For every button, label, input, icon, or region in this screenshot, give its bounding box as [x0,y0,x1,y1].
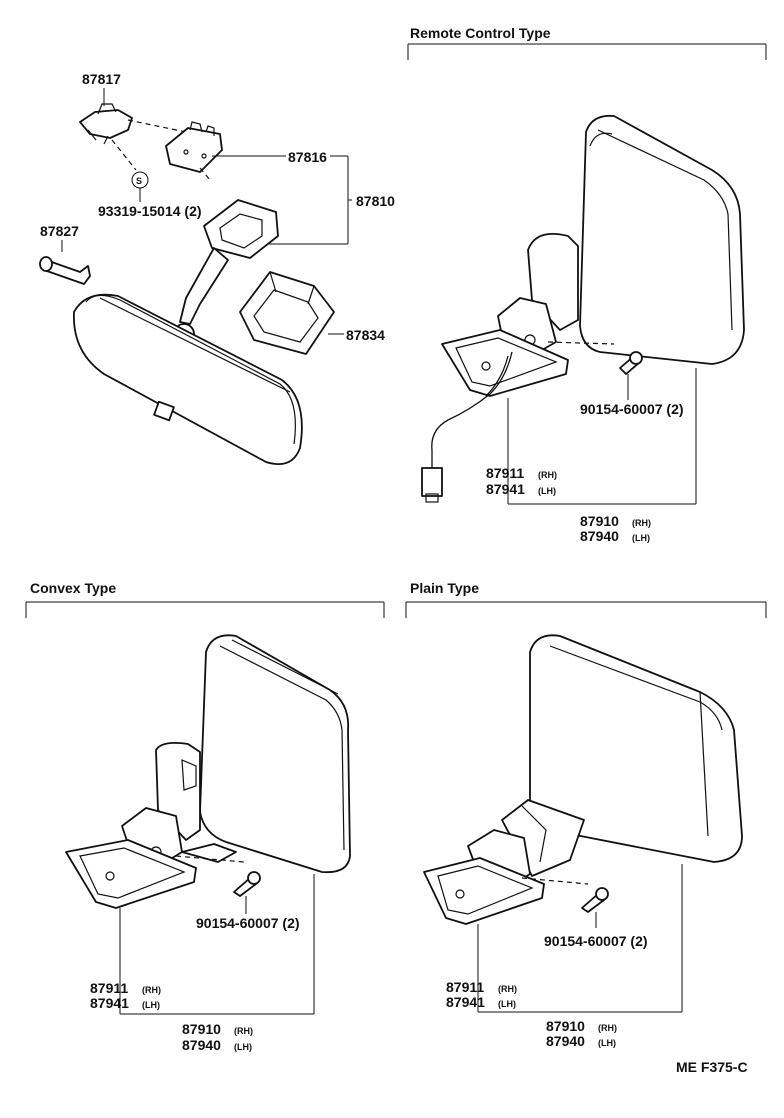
convex-mirror-part [65,634,351,909]
convex-bracket-lh-number: 87941 [90,995,129,1011]
remote-mirror-part [421,114,745,503]
remote-bracket-lh-tag: (LH) [538,486,556,496]
convex-bracket-rh-number: 87911 [90,980,128,996]
plain-mirror-rh-tag: (RH) [598,1023,617,1033]
plain-mirror-rh-number: 87910 [546,1018,585,1034]
plain-bracket-rh-number: 87911 [446,979,484,995]
plain-screw-label: 90154-60007 (2) [544,933,648,949]
label-87834: 87834 [346,327,385,343]
plain-section: Plain Type 90154-60007 (2) 8791 [405,580,767,1049]
remote-control-section: Remote Control Type [407,25,767,544]
convex-screw-label: 90154-60007 (2) [196,915,300,931]
plain-bracket-rh-tag: (RH) [498,984,517,994]
plain-bracket-lh-tag: (LH) [498,999,516,1009]
convex-mirror-lh-number: 87940 [182,1037,221,1053]
plain-bracket-lh-number: 87941 [446,994,485,1010]
plain-mirror-lh-tag: (LH) [598,1038,616,1048]
convex-mirror-rh-number: 87910 [182,1021,221,1037]
figure-code: ME F375-C [676,1059,748,1075]
connector-icon [421,467,443,497]
clip-87817-part [79,103,133,145]
label-87817: 87817 [82,71,121,87]
remote-bracket-lh-number: 87941 [486,481,525,497]
remote-control-header: Remote Control Type [410,25,551,41]
screw-symbol-label: S [136,176,142,186]
remote-mirror-rh-number: 87910 [580,513,619,529]
label-93319-15014: 93319-15014 (2) [98,203,202,219]
inside-mirror-group: 87817 S 93319-15014 (2) 87816 [39,71,395,466]
convex-header: Convex Type [30,580,116,596]
remote-screw-label: 90154-60007 (2) [580,401,684,417]
convex-bracket-rh-tag: (RH) [142,985,161,995]
plain-mirror-lh-number: 87940 [546,1033,585,1049]
label-87816: 87816 [288,149,327,165]
convex-mirror-lh-tag: (LH) [234,1042,252,1052]
convex-mirror-rh-tag: (RH) [234,1026,253,1036]
label-87827: 87827 [40,223,79,239]
plain-mirror-part [423,634,743,925]
inside-mirror-part [73,293,303,466]
base-87816-part [165,121,223,181]
remote-mirror-rh-tag: (RH) [632,518,651,528]
plain-header: Plain Type [410,580,479,596]
cover-87834-part [239,271,335,355]
pin-87827-part [39,256,91,285]
remote-bracket-rh-number: 87911 [486,465,524,481]
label-87810: 87810 [356,193,395,209]
remote-bracket-rh-tag: (RH) [538,470,557,480]
convex-bracket-lh-tag: (LH) [142,1000,160,1010]
remote-mirror-lh-tag: (LH) [632,533,650,543]
remote-mirror-lh-number: 87940 [580,528,619,544]
convex-section: Convex Type 90154-60007 (2) [25,580,385,1053]
